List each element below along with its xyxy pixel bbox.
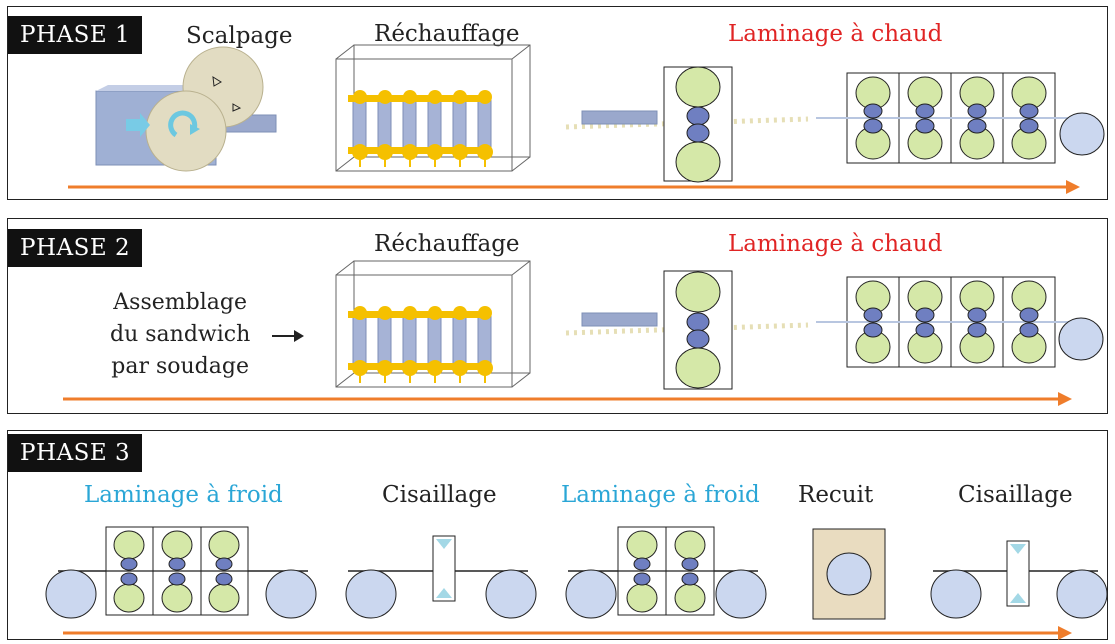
- scalping-machine-icon: [95, 46, 277, 172]
- reversing-stand-icon-1: [663, 66, 733, 183]
- shear-2-icon: [930, 540, 1108, 619]
- coil-icon-4: [265, 569, 317, 619]
- scalpage-label: Scalpage: [186, 23, 293, 49]
- reheat-label-2: Réchauffage: [374, 231, 520, 257]
- process-arrow-2: [63, 392, 1072, 406]
- annealing-label: Recuit: [798, 482, 874, 508]
- shearing-label-1: Cisaillage: [382, 482, 497, 508]
- assembly-text: Assemblage du sandwich par soudage: [110, 287, 250, 383]
- coil-icon-6: [485, 569, 537, 619]
- coil-icon-8: [715, 569, 767, 619]
- hot-mill-stands-icon-2: [816, 276, 1070, 368]
- assembly-line-3: par soudage: [111, 354, 249, 379]
- coil-icon-5: [345, 569, 397, 619]
- furnace-icon-2: [335, 260, 531, 388]
- phase-3-label: PHASE 3: [8, 434, 143, 472]
- coil-icon-10: [930, 569, 982, 619]
- reversing-stand-icon-2: [663, 270, 733, 390]
- hot-mill-stands-icon-1: [816, 72, 1070, 164]
- coil-icon-11: [1056, 569, 1108, 619]
- cold-rolling-label-1: Laminage à froid: [84, 482, 283, 508]
- assembly-line-2: du sandwich: [110, 322, 251, 347]
- reheat-label-1: Réchauffage: [374, 21, 520, 47]
- assembly-arrow-icon: [272, 330, 304, 342]
- phase-3-panel: PHASE 3 Laminage à froid Cisaillage Lami…: [7, 430, 1108, 640]
- cold-mill-1-icon: [45, 526, 317, 619]
- coil-icon-9: [826, 552, 872, 596]
- furnace-icon-1: [335, 44, 531, 172]
- hot-rolling-label-1: Laminage à chaud: [728, 21, 943, 47]
- process-arrow-1: [68, 180, 1080, 194]
- phase-1-label: PHASE 1: [8, 16, 143, 54]
- cold-mill-2-icon: [565, 526, 767, 619]
- assembly-line-1: Assemblage: [113, 290, 247, 315]
- hot-rolling-label-2: Laminage à chaud: [728, 231, 943, 257]
- shear-1-icon: [345, 535, 537, 619]
- annealing-furnace-icon: [812, 528, 886, 620]
- coil-icon-1: [1059, 112, 1105, 156]
- process-arrow-3: [63, 626, 1072, 640]
- coil-icon-7: [565, 569, 617, 619]
- phase-2-panel: PHASE 2 Réchauffage Laminage à chaud Ass…: [7, 218, 1108, 414]
- cold-rolling-label-2: Laminage à froid: [561, 482, 760, 508]
- coil-icon-2: [1058, 317, 1104, 361]
- coil-icon-3: [45, 569, 97, 619]
- shearing-label-2: Cisaillage: [958, 482, 1073, 508]
- phase-1-panel: PHASE 1 Scalpage Réchauffage Laminage à …: [7, 6, 1108, 200]
- phase-2-label: PHASE 2: [8, 229, 143, 267]
